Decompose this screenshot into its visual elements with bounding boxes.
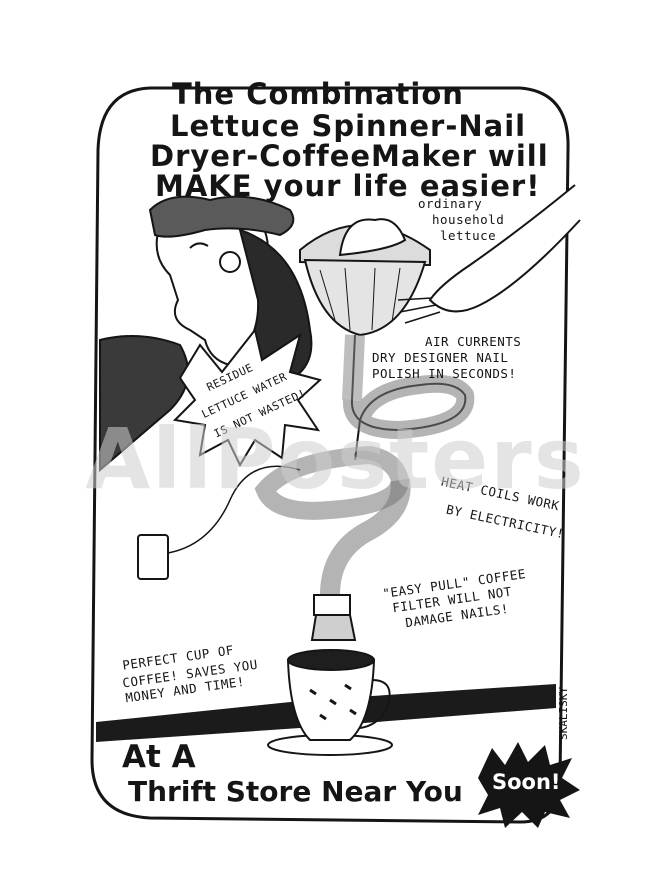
title-line-2: Lettuce Spinner-Nail	[170, 109, 527, 143]
air-label-1: AIR CURRENTS	[425, 334, 522, 349]
bottom-line-1: At A	[122, 739, 196, 775]
coffee-filter-clip	[313, 594, 351, 616]
woman-figure	[99, 195, 313, 473]
lettuce-label-3: lettuce	[440, 228, 497, 243]
title-line-4: MAKE your life easier!	[155, 169, 541, 203]
coffee-cup	[267, 649, 393, 756]
artist-signature: SKALISKY	[557, 687, 570, 740]
spinner-bowl	[299, 218, 431, 337]
air-label-3: POLISH IN SECONDS!	[372, 366, 517, 381]
title-line-3: Dryer-CoffeeMaker will	[150, 139, 549, 173]
power-cord	[167, 465, 301, 554]
watermark: AllPosters	[85, 410, 586, 508]
air-label-2: DRY DESIGNER NAIL	[372, 350, 509, 365]
reaching-hand	[397, 184, 581, 324]
wall-outlet	[137, 534, 169, 580]
title-line-1: The Combination	[172, 77, 464, 111]
funnel	[310, 614, 357, 641]
lettuce-label-1: ordinary	[418, 196, 483, 211]
coil-tube	[254, 334, 475, 600]
lettuce-label-2: household	[432, 212, 505, 227]
panel-frame	[90, 86, 570, 824]
soon-starburst	[478, 742, 580, 828]
soon-text: Soon!	[492, 770, 561, 794]
bottom-line-2: Thrift Store Near You	[128, 775, 463, 808]
residue-burst	[172, 327, 323, 468]
